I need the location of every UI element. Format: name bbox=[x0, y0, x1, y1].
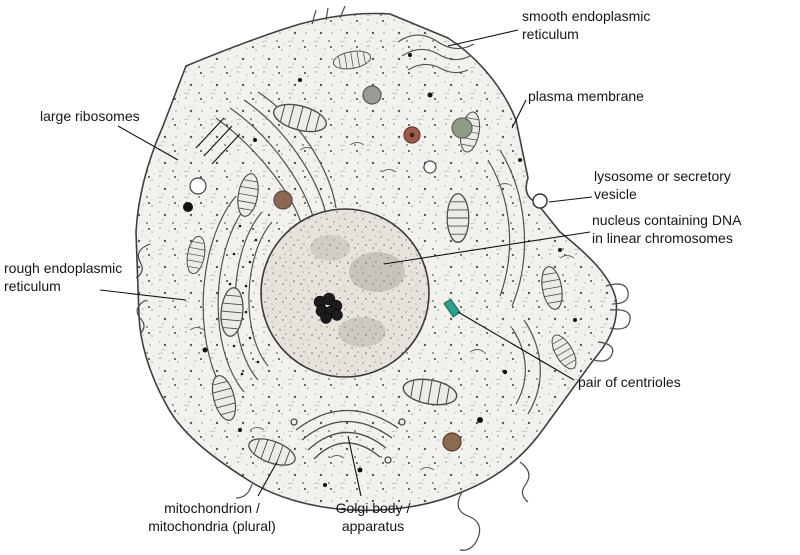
label-plasma-membrane: plasma membrane bbox=[528, 88, 644, 104]
golgi-apparatus bbox=[290, 409, 406, 464]
nucleolus bbox=[313, 292, 343, 324]
membrane-ruffles bbox=[135, 5, 631, 551]
leader-lines bbox=[99, 29, 593, 497]
er-right bbox=[487, 149, 541, 415]
leader-ribosomes-1 bbox=[195, 117, 225, 149]
label-large-ribosomes: large ribosomes bbox=[40, 108, 140, 124]
smooth-er bbox=[397, 34, 475, 74]
leader-ribosomes-3 bbox=[211, 133, 241, 165]
label-smooth-er: smooth endoplasmic reticulum bbox=[522, 8, 651, 42]
label-lysosome: lysosome or secretory vesicle bbox=[594, 168, 731, 202]
nucleus bbox=[260, 208, 430, 378]
leader-golgi bbox=[347, 435, 362, 497]
label-rough-er: rough endoplasmic reticulum bbox=[4, 260, 123, 294]
leader-plasma-membrane bbox=[511, 99, 527, 129]
leader-rough-er bbox=[99, 289, 187, 301]
leader-smooth-er bbox=[447, 29, 519, 47]
label-golgi: Golgi body / apparatus bbox=[335, 500, 411, 534]
vesicles bbox=[189, 85, 473, 452]
label-mitochondrion: mitochondrion / mitochondria (plural) bbox=[148, 500, 276, 534]
er-stack-upper-left bbox=[215, 91, 337, 227]
cytoplasm-squiggles bbox=[189, 142, 575, 471]
lysosome-vesicle bbox=[532, 193, 548, 209]
centriole-pair bbox=[443, 298, 461, 318]
leader-nucleus bbox=[383, 231, 591, 265]
leader-centrioles bbox=[457, 311, 575, 381]
leader-lysosome bbox=[548, 196, 593, 203]
label-centrioles: pair of centrioles bbox=[578, 374, 681, 390]
leader-ribosomes-main bbox=[117, 125, 179, 161]
cell-body bbox=[135, 5, 631, 551]
leader-ribosomes-2 bbox=[203, 125, 233, 157]
label-nucleus: nucleus containing DNA in linear chromos… bbox=[592, 212, 742, 246]
dark-granules bbox=[183, 53, 577, 487]
leader-mitochondrion bbox=[257, 461, 278, 497]
